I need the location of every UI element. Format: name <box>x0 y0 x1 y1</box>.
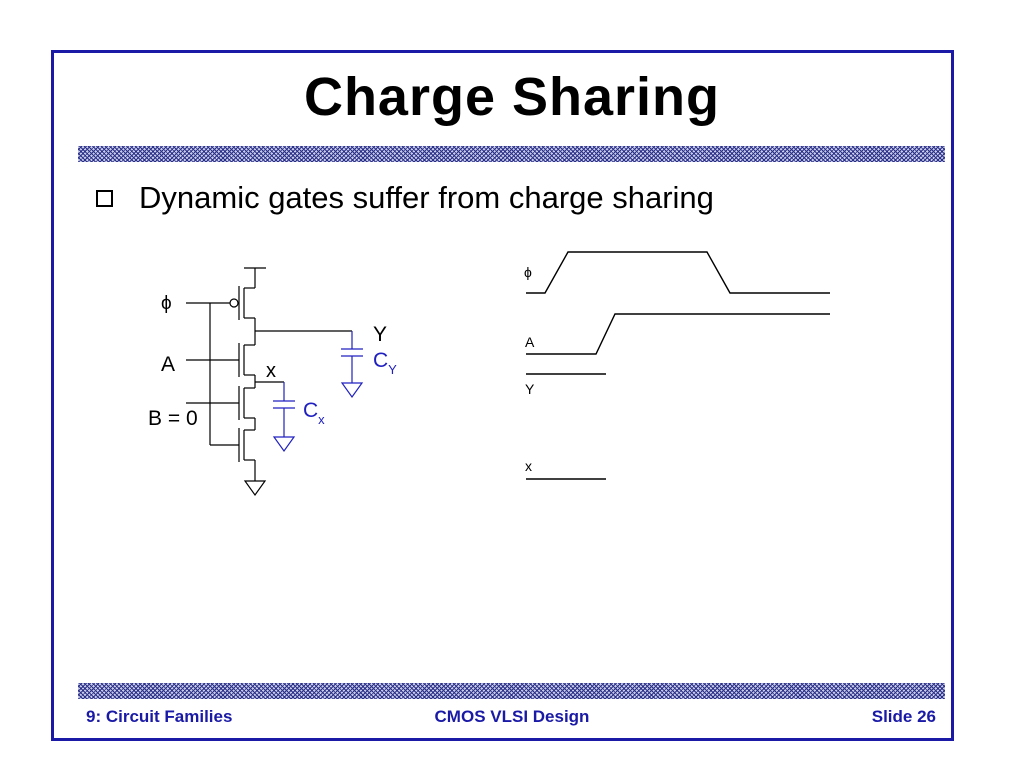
a-waveform <box>526 313 830 355</box>
circuit-x-label: x <box>266 360 276 382</box>
wave-x-label: x <box>525 458 532 474</box>
wave-y-label: Y <box>525 381 535 397</box>
cy-ground-icon <box>340 382 364 399</box>
nmos-b <box>186 386 255 420</box>
pmos-precharge <box>186 286 255 320</box>
ground-symbol-icon <box>243 480 267 497</box>
cy-label: CY <box>373 349 397 377</box>
footer-section-title: 9: Circuit Families <box>86 707 233 726</box>
cx-label: Cx <box>303 399 325 427</box>
bullet-square-icon <box>96 189 113 207</box>
capacitor-cy <box>340 331 364 399</box>
circuit-schematic <box>186 267 352 497</box>
capacitor-cx <box>272 382 296 453</box>
circuit-phi-label: ϕ <box>161 293 172 314</box>
timing-diagram <box>526 251 830 480</box>
wave-phi-label: ϕ <box>524 264 532 280</box>
circuit-b-label: B = 0 <box>148 407 198 430</box>
bullet-item: Dynamic gates suffer from charge sharing <box>96 180 714 216</box>
nmos-a <box>186 343 255 377</box>
phi-waveform <box>526 251 830 294</box>
circuit-a-label: A <box>161 353 175 376</box>
circuit-y-label: Y <box>373 323 387 346</box>
footer-slide-number: Slide 26 <box>871 707 936 726</box>
cx-ground-icon <box>272 436 296 453</box>
bottom-divider <box>78 683 945 699</box>
wave-a-label: A <box>525 334 535 350</box>
slide-frame <box>51 50 954 741</box>
bullet-text: Dynamic gates suffer from charge sharing <box>139 180 714 215</box>
footer-course-title: CMOS VLSI Design <box>434 707 590 726</box>
slide-title: Charge Sharing <box>303 67 721 127</box>
nmos-foot <box>238 428 255 462</box>
top-divider <box>78 146 945 162</box>
